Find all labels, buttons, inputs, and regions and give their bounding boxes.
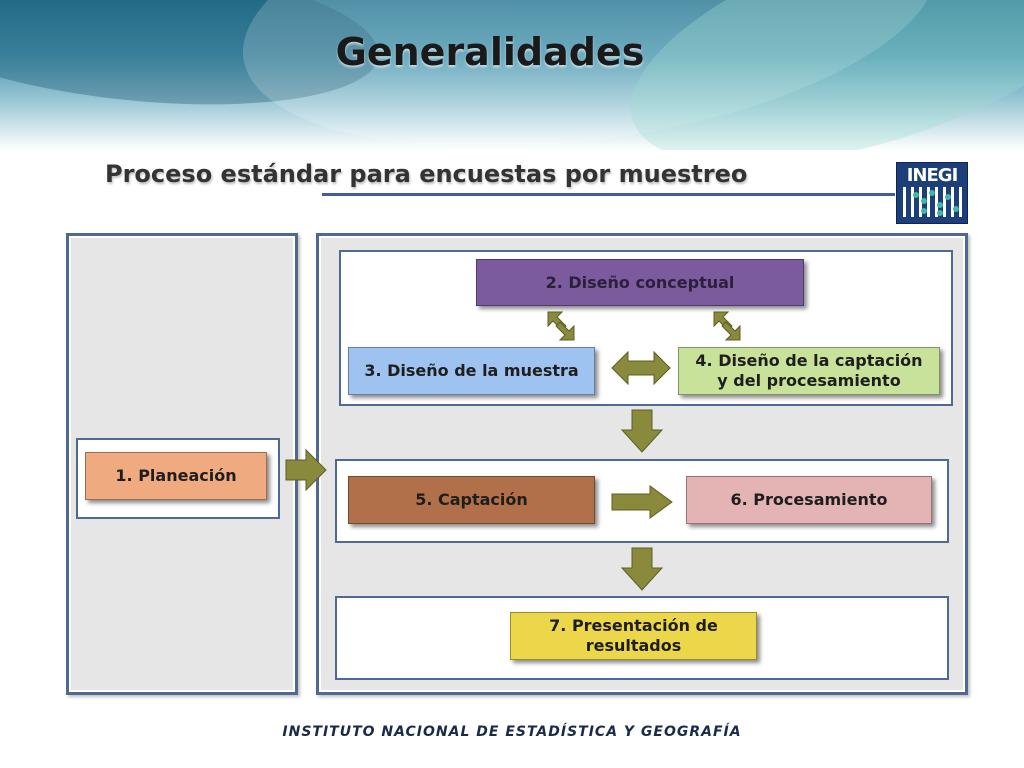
node-planeacion: 1. Planeación [85, 452, 267, 500]
footer-institution: INSTITUTO NACIONAL DE ESTADÍSTICA Y GEOG… [282, 724, 742, 740]
node-procesamiento: 6. Procesamiento [686, 476, 932, 524]
arrow-design-to-capture [620, 409, 664, 453]
logo-bars-icon [903, 187, 962, 217]
page-title: Generalidades [335, 30, 645, 74]
node-captacion: 5. Captación [348, 476, 595, 524]
arrow-capture-to-results [620, 547, 664, 591]
arrow-captacion-to-procesamiento [611, 485, 673, 519]
node-diseno-muestra: 3. Diseño de la muestra [348, 347, 595, 395]
arrow-conceptual-captacion-cycle [713, 311, 741, 341]
inegi-logo: INEGI [896, 162, 968, 224]
arrow-conceptual-muestra-cycle [547, 311, 575, 341]
header-banner [0, 0, 1024, 150]
logo-text: INEGI [906, 165, 959, 186]
subtitle-underline [322, 193, 895, 196]
arrow-muestra-captacion-bidirectional [611, 350, 671, 386]
node-presentacion: 7. Presentación de resultados [510, 612, 757, 660]
node-diseno-conceptual: 2. Diseño conceptual [476, 259, 804, 306]
arrow-planeacion-to-process [285, 448, 327, 492]
node-diseno-captacion: 4. Diseño de la captación y del procesam… [678, 347, 940, 395]
diagram-subtitle: Proceso estándar para encuestas por mues… [105, 160, 748, 188]
